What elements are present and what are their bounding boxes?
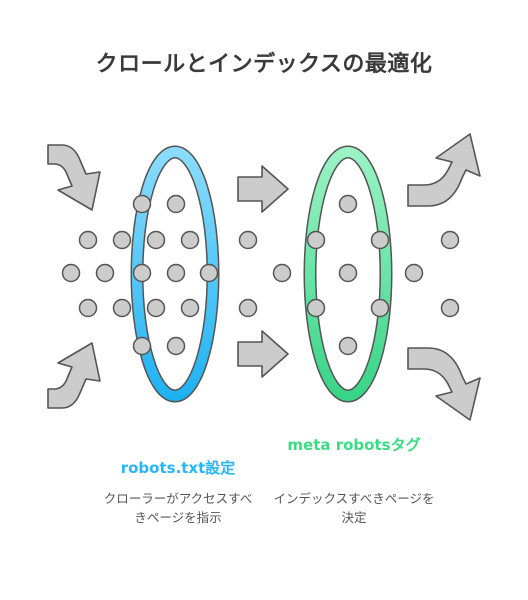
- straight-arrow-top-icon: [237, 165, 289, 213]
- dot: [272, 263, 292, 283]
- stage2-dots: [306, 194, 390, 356]
- dot: [238, 230, 258, 250]
- dot: [146, 230, 166, 250]
- dot: [338, 263, 358, 283]
- stage2-label: meta robotsタグ: [287, 436, 421, 454]
- dot: [440, 230, 460, 250]
- dot: [132, 263, 152, 283]
- curved-arrow-out-bottom-icon: [407, 347, 481, 421]
- stage1-dots: [132, 194, 219, 356]
- dot: [370, 230, 390, 250]
- curved-arrow-in-bottom-icon: [47, 342, 101, 409]
- dot: [306, 298, 326, 318]
- dot: [112, 298, 132, 318]
- stage2-description: インデックスすべきページを決定: [273, 491, 435, 525]
- dot: [146, 298, 166, 318]
- middle-dots-left: [166, 194, 292, 356]
- curved-arrow-out-top-icon: [407, 133, 481, 207]
- dot: [61, 263, 81, 283]
- straight-arrow-bottom-icon: [237, 330, 289, 378]
- dot: [238, 298, 258, 318]
- input-dots: [61, 230, 132, 318]
- dot: [404, 263, 424, 283]
- dot: [166, 336, 186, 356]
- stage2-ring: [303, 145, 393, 403]
- stage1-description: クローラーがアクセスすべきページを指示: [103, 491, 253, 525]
- dot: [95, 263, 115, 283]
- dot: [78, 298, 98, 318]
- dot: [338, 336, 358, 356]
- dot: [166, 263, 186, 283]
- curved-arrow-in-top-icon: [47, 144, 101, 211]
- page-title: クロールとインデックスの最適化: [95, 52, 433, 77]
- dot: [306, 230, 326, 250]
- dot: [370, 298, 390, 318]
- dot: [166, 194, 186, 214]
- dot: [112, 230, 132, 250]
- dot: [132, 194, 152, 214]
- dot: [338, 194, 358, 214]
- dot: [180, 230, 200, 250]
- dot: [199, 263, 219, 283]
- output-dots: [404, 230, 460, 318]
- dot: [132, 336, 152, 356]
- dot: [180, 298, 200, 318]
- dot: [440, 298, 460, 318]
- dot: [78, 230, 98, 250]
- stage1-label: robots.txt設定: [120, 459, 236, 477]
